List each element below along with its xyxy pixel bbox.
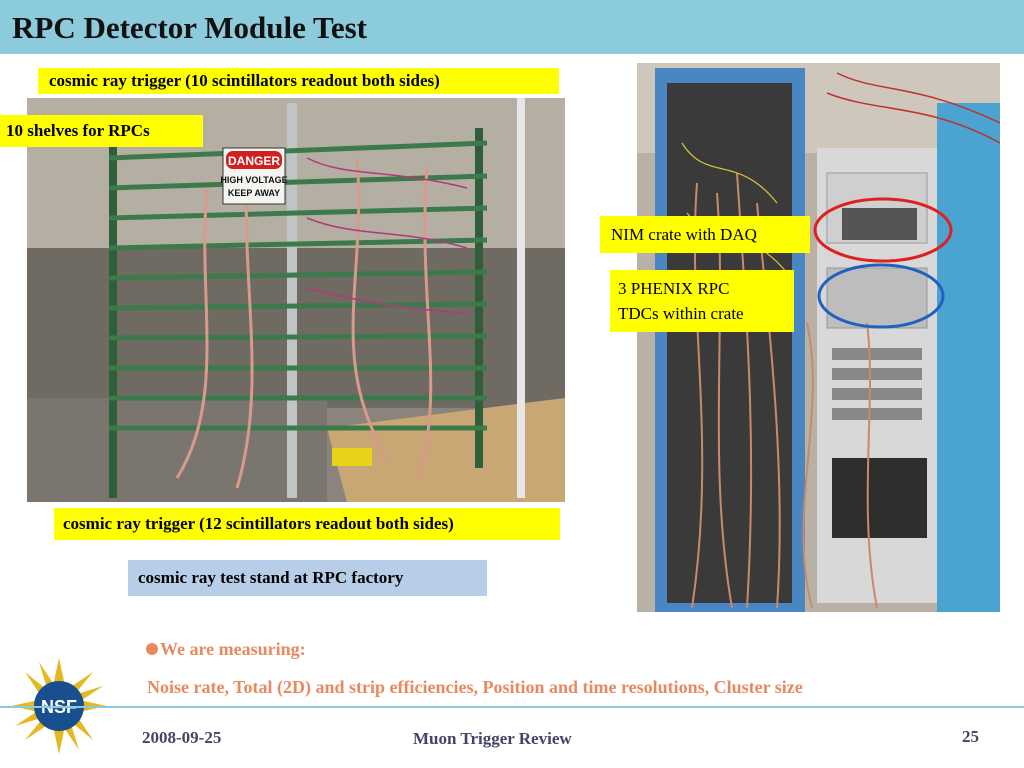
callout-top-trigger: cosmic ray trigger (10 scintillators rea… (38, 68, 559, 94)
caption-test-stand: cosmic ray test stand at RPC factory (128, 560, 487, 596)
callout-nim-crate: NIM crate with DAQ (600, 216, 810, 253)
electronics-rack-photo (637, 63, 1000, 612)
rack-illustration (637, 63, 1000, 612)
test-stand-illustration: DANGER HIGH VOLTAGE KEEP AWAY (27, 98, 565, 502)
footer-date: 2008-09-25 (142, 728, 222, 747)
callout-shelves: 10 shelves for RPCs (0, 115, 203, 147)
callout-bottom-trigger: cosmic ray trigger (12 scintillators rea… (54, 508, 560, 540)
bullet-heading: We are measuring: (146, 639, 306, 660)
danger-sign-line2: HIGH VOLTAGE (220, 175, 287, 185)
test-stand-photo: DANGER HIGH VOLTAGE KEEP AWAY (27, 98, 565, 502)
slide-title: RPC Detector Module Test (12, 10, 368, 45)
nim-crate-highlight (813, 197, 953, 263)
bullet-icon (146, 643, 158, 655)
bullet-heading-text: We are measuring: (160, 639, 306, 659)
title-bar (0, 0, 1024, 54)
tdc-highlight (817, 263, 945, 329)
footer-divider (0, 706, 1024, 708)
callout-tdc-line1: 3 PHENIX RPC (618, 279, 730, 298)
page-number: 25 (962, 727, 979, 746)
callout-tdc-line2: TDCs within crate (618, 304, 744, 323)
danger-sign-title: DANGER (228, 154, 280, 168)
danger-sign-line3: KEEP AWAY (228, 188, 280, 198)
footer-title: Muon Trigger Review (413, 729, 572, 748)
callout-tdc: 3 PHENIX RPC TDCs within crate (610, 270, 794, 332)
bullet-text: Noise rate, Total (2D) and strip efficie… (147, 677, 803, 697)
